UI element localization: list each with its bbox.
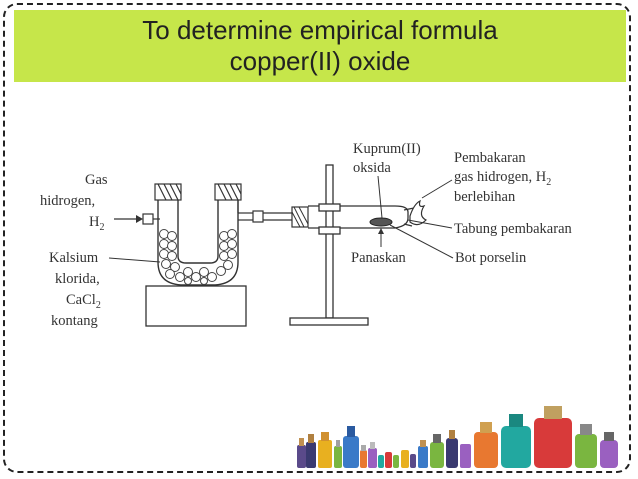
- gas-inlet-arrow: [114, 215, 143, 223]
- u-tube-stoppers: [154, 183, 242, 201]
- slide-frame: [3, 3, 631, 473]
- label-kuprum: Kuprum(II): [353, 141, 421, 157]
- label-kalsium: Kalsium: [49, 250, 99, 266]
- label-panaskan: Panaskan: [351, 250, 407, 266]
- bottles-decoration: [297, 406, 618, 468]
- slide-title: To determine empirical formula copper(II…: [142, 15, 497, 77]
- kalsium-pointer: [108, 257, 161, 263]
- pembakaran-pointer: [421, 179, 453, 199]
- combustion-tube-icon: [291, 205, 415, 229]
- label-berlebihan: berlebihan: [454, 189, 516, 205]
- label-gas: Gas: [85, 172, 108, 188]
- title-banner: To determine empirical formula copper(II…: [14, 10, 626, 82]
- label-tabung: Tabung pembakaran: [454, 221, 573, 237]
- label-cacl2: CaCl2: [66, 292, 101, 311]
- calcium-chloride-granules: [159, 229, 237, 285]
- porcelain-boat-icon: [369, 217, 393, 227]
- label-hidrogen: hidrogen,: [40, 193, 95, 209]
- label-bot: Bot porselin: [455, 250, 527, 266]
- kuprum-pointer: [377, 175, 383, 219]
- u-tube-icon: [154, 183, 253, 286]
- heat-arrow: [378, 228, 384, 247]
- inlet-connector: [142, 213, 154, 225]
- bot-pointer: [389, 224, 454, 259]
- label-gas-hidrogen: gas hidrogen, H2: [454, 169, 551, 188]
- label-kontang: kontang: [51, 313, 98, 329]
- label-h2: H2: [89, 214, 104, 233]
- label-oksida: oksida: [353, 160, 391, 176]
- flame-icon: [409, 199, 428, 226]
- title-line-1: To determine empirical formula: [142, 15, 498, 45]
- label-pembakaran: Pembakaran: [454, 150, 526, 166]
- tube-connector: [252, 210, 264, 223]
- support-block: [145, 285, 247, 327]
- retort-stand-icon: [289, 164, 369, 326]
- title-line-2: copper(II) oxide: [229, 46, 411, 76]
- label-klorida: klorida,: [55, 271, 100, 287]
- tabung-pointer: [407, 219, 453, 229]
